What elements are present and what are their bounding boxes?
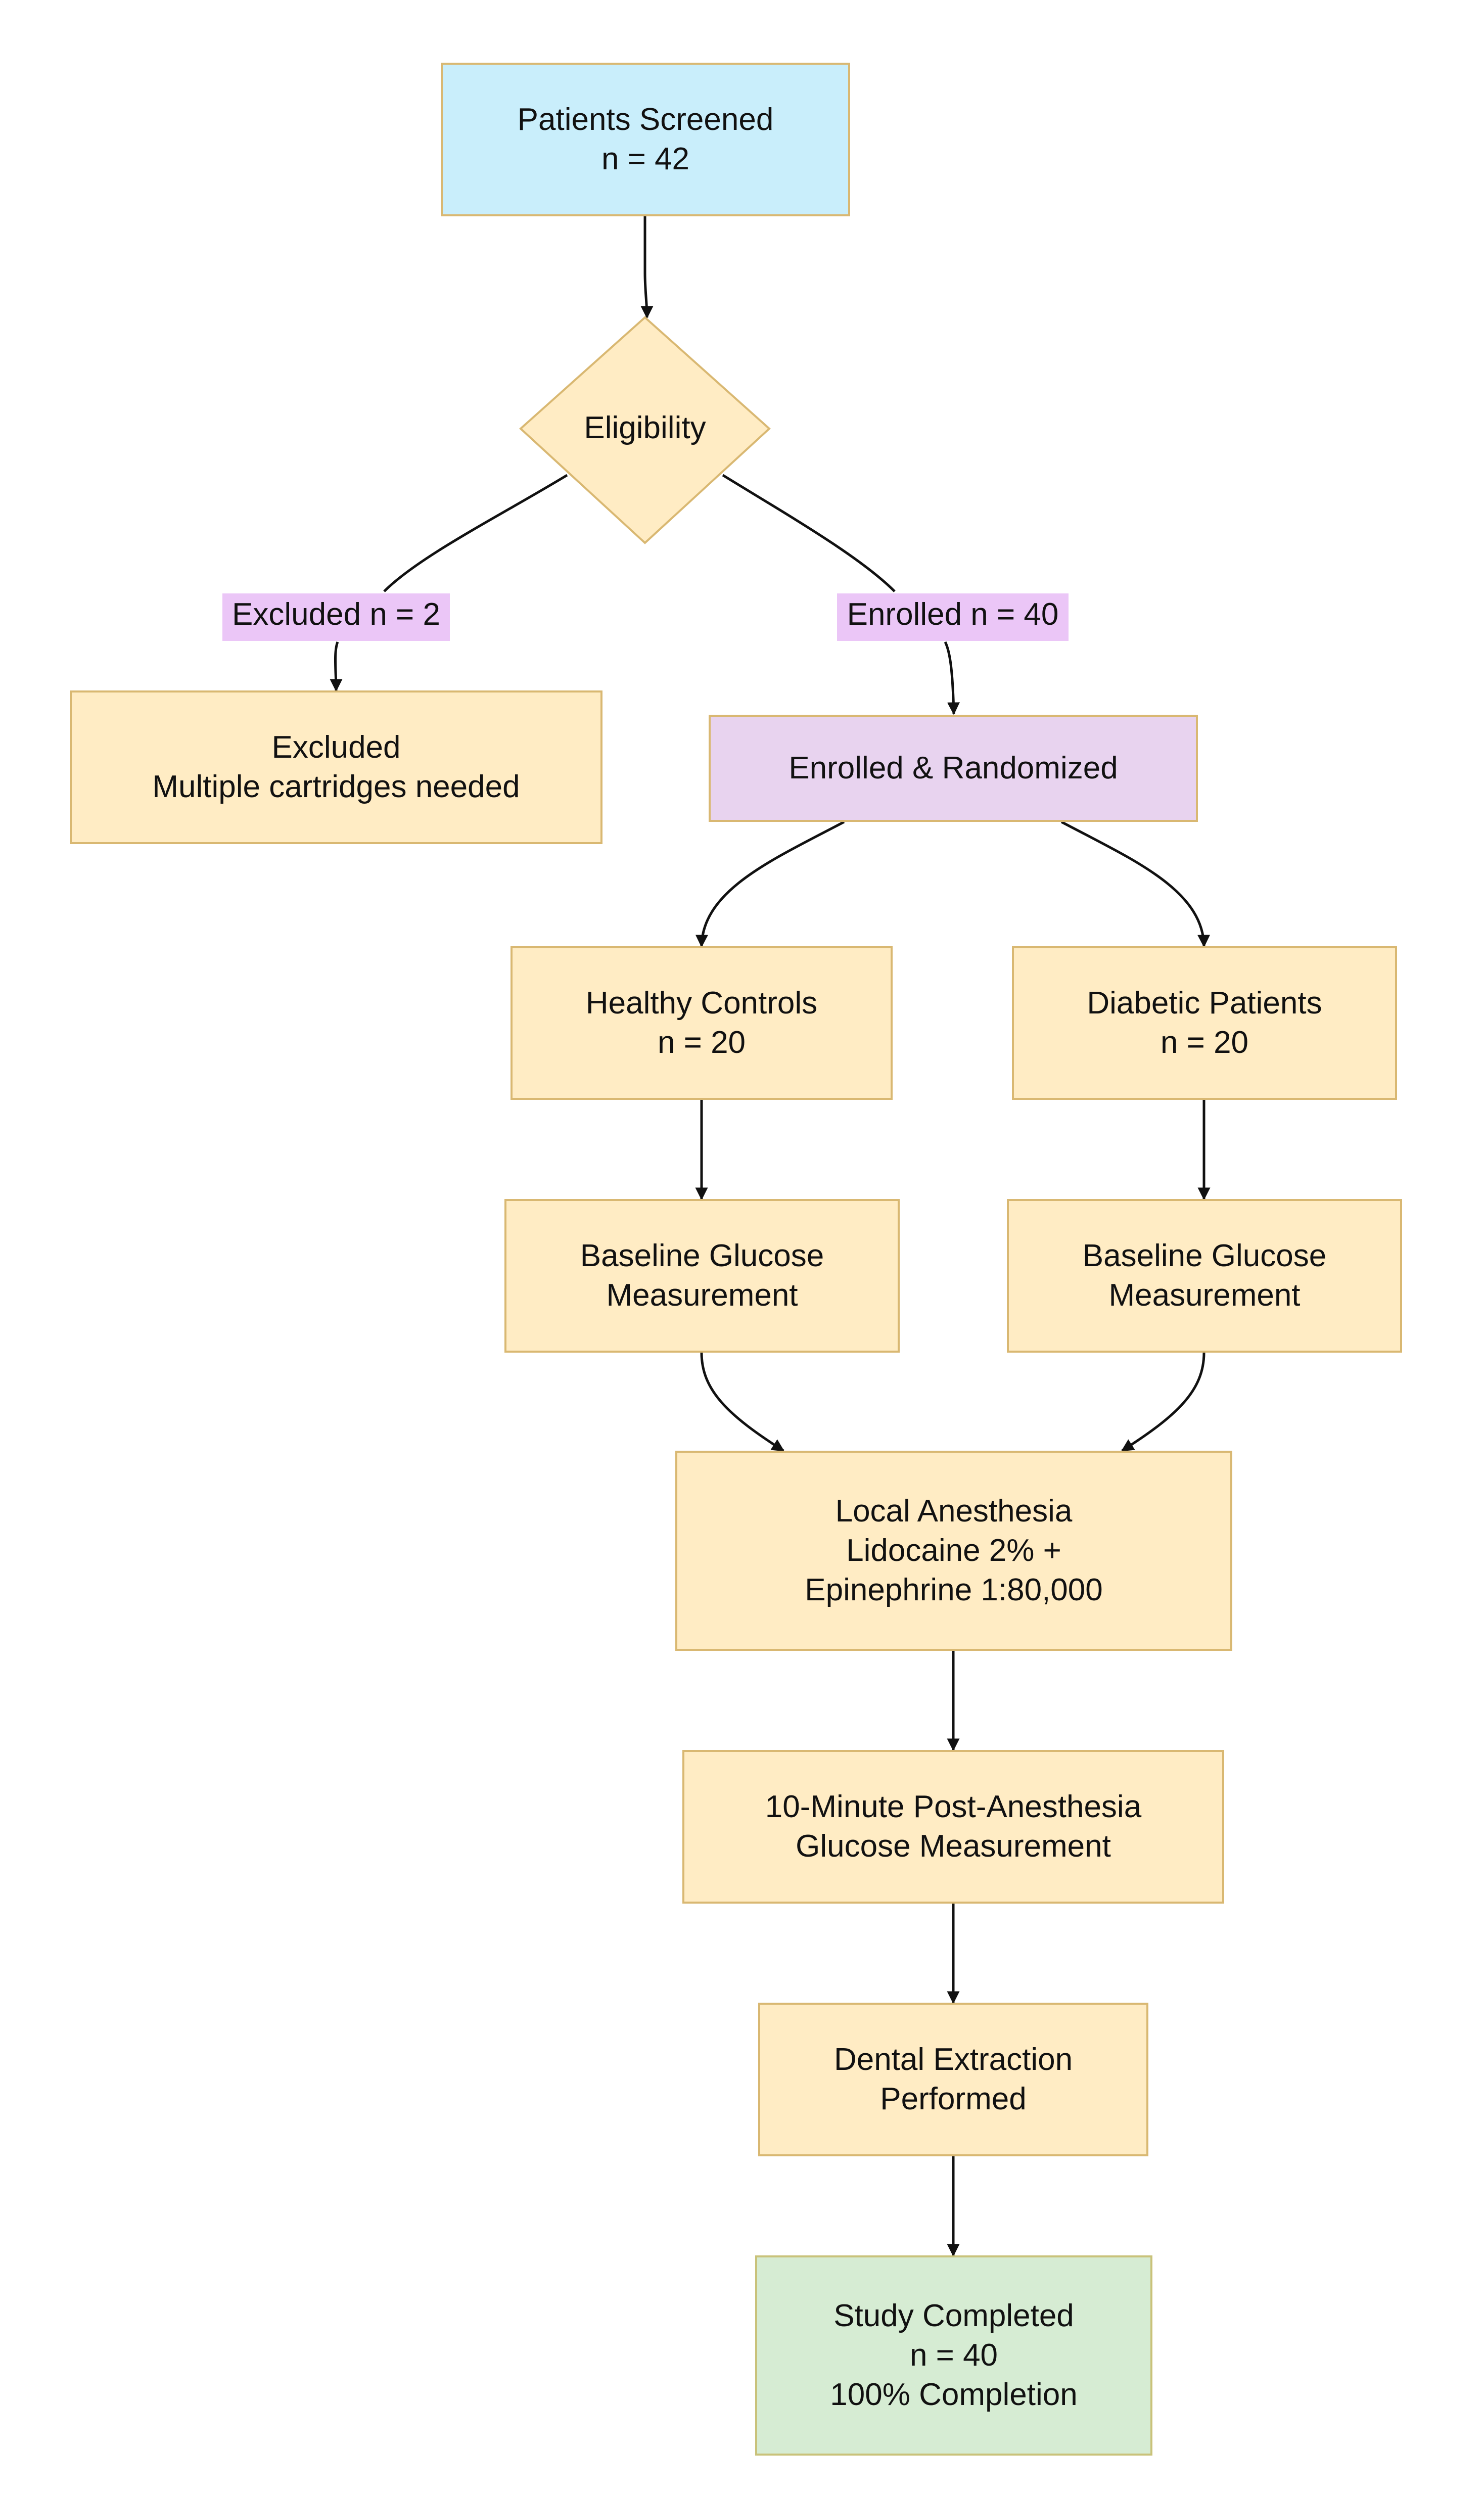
local-anesthesia-drug: Lidocaine 2% + (846, 1533, 1061, 1568)
excluded-node: Excluded Multiple cartridges needed (70, 690, 602, 844)
study-completed-count: n = 40 (909, 2338, 998, 2373)
local-anesthesia-title: Local Anesthesia (835, 1494, 1073, 1529)
baseline-glucose-healthy-line-1: Baseline Glucose (580, 1238, 824, 1273)
patients-screened-title: Patients Screened (517, 102, 774, 137)
enrolled-randomized-title: Enrolled & Randomized (789, 751, 1118, 786)
edge-enrolled-to-diabetic (1060, 820, 1211, 948)
baseline-glucose-diabetic-line-1: Baseline Glucose (1082, 1238, 1327, 1273)
edge-eligibility-to-excluded (335, 474, 568, 690)
study-completed-rate: 100% Completion (830, 2377, 1078, 2412)
dental-extraction-line-2: Performed (880, 2082, 1027, 2116)
edge-enrolled-to-healthy (695, 820, 845, 948)
eligibility-label: Eligibility (584, 410, 706, 445)
edge-baseline-healthy-to-anesthesia (700, 1352, 785, 1452)
healthy-controls-node: Healthy Controls n = 20 (511, 946, 893, 1100)
post-anesthesia-glucose-line-2: Glucose Measurement (796, 1829, 1111, 1864)
post-anesthesia-glucose-node: 10-Minute Post-Anesthesia Glucose Measur… (682, 1750, 1224, 1904)
healthy-controls-title: Healthy Controls (585, 986, 818, 1021)
edge-eligibility-to-enrolled (722, 474, 954, 714)
enrolled-edge-label: Enrolled n = 40 (837, 593, 1069, 641)
edge-screened-to-eligibility (640, 216, 654, 319)
dental-extraction-line-1: Dental Extraction (833, 2042, 1073, 2077)
study-completed-title: Study Completed (833, 2298, 1074, 2333)
healthy-controls-count: n = 20 (657, 1025, 746, 1060)
post-anesthesia-glucose-line-1: 10-Minute Post-Anesthesia (765, 1789, 1142, 1824)
baseline-glucose-healthy-line-2: Measurement (606, 1278, 798, 1313)
edge-baseline-diabetic-to-anesthesia (1121, 1352, 1205, 1452)
study-completed-node: Study Completed n = 40 100% Completion (755, 2255, 1152, 2456)
excluded-reason: Multiple cartridges needed (152, 769, 520, 804)
baseline-glucose-healthy-node: Baseline Glucose Measurement (504, 1199, 900, 1353)
diabetic-patients-count: n = 20 (1160, 1025, 1249, 1060)
diabetic-patients-title: Diabetic Patients (1087, 986, 1322, 1021)
excluded-edge-label: Excluded n = 2 (222, 593, 450, 641)
enrolled-randomized-node: Enrolled & Randomized (709, 715, 1198, 822)
dental-extraction-node: Dental Extraction Performed (758, 2003, 1148, 2156)
diabetic-patients-node: Diabetic Patients n = 20 (1012, 946, 1397, 1100)
patients-screened-node: Patients Screened n = 42 (441, 63, 850, 216)
local-anesthesia-node: Local Anesthesia Lidocaine 2% + Epinephr… (675, 1451, 1232, 1651)
baseline-glucose-diabetic-line-2: Measurement (1108, 1278, 1301, 1313)
baseline-glucose-diabetic-node: Baseline Glucose Measurement (1007, 1199, 1402, 1353)
patients-screened-count: n = 42 (601, 142, 690, 176)
local-anesthesia-epinephrine: Epinephrine 1:80,000 (805, 1573, 1103, 1607)
eligibility-diamond (519, 316, 771, 544)
excluded-title: Excluded (271, 730, 401, 765)
